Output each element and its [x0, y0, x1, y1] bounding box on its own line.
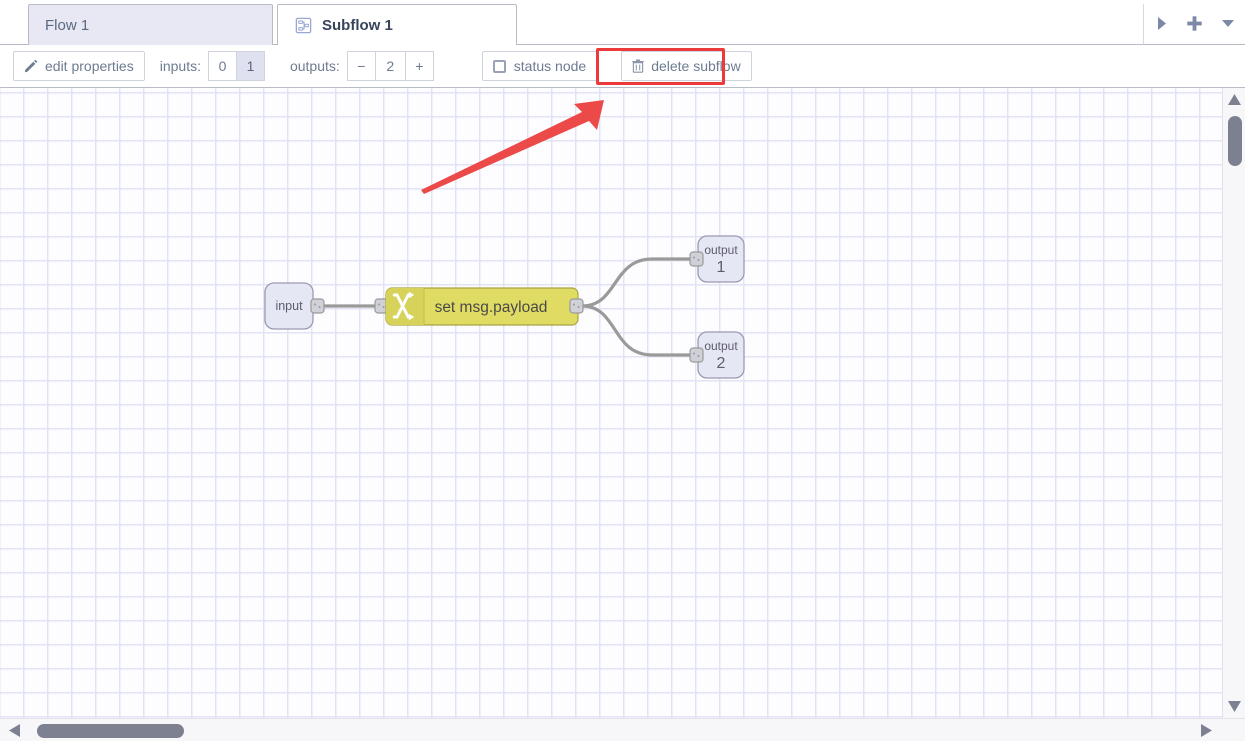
- tab-bar-filler: [516, 4, 1144, 45]
- pencil-icon: [24, 59, 38, 73]
- outputs-decrement-button[interactable]: −: [346, 51, 376, 81]
- delete-subflow-label: delete subflow: [651, 58, 741, 74]
- node-subflow-output-2[interactable]: output 2: [689, 331, 745, 379]
- tab-menu-chevron-down-icon[interactable]: [1215, 10, 1241, 36]
- outputs-stepper: − 2 +: [346, 51, 434, 81]
- tab-subflow-1-label: Subflow 1: [322, 16, 393, 34]
- change-node-output-port[interactable]: [569, 298, 584, 314]
- node-subflow-input-label: input: [275, 299, 303, 313]
- subflow-canvas[interactable]: input: [0, 88, 1222, 718]
- shuffle-icon: [392, 291, 415, 321]
- vertical-scrollbar-thumb[interactable]: [1228, 116, 1242, 166]
- inputs-option-1[interactable]: 1: [235, 51, 265, 81]
- flow-graph: input: [264, 235, 745, 379]
- add-tab-plus-icon[interactable]: [1182, 10, 1208, 36]
- output-2-input-port[interactable]: [689, 347, 704, 363]
- tab-bar-controls: [1145, 2, 1245, 44]
- wire-change-to-output-1[interactable]: [580, 257, 696, 308]
- horizontal-scrollbar-thumb[interactable]: [37, 724, 184, 738]
- tab-flow-1-label: Flow 1: [45, 16, 90, 34]
- node-subflow-output-1-index: 1: [717, 259, 726, 276]
- edit-properties-button[interactable]: edit properties: [13, 51, 145, 81]
- next-tab-arrow-icon[interactable]: [1149, 10, 1175, 36]
- inputs-label: inputs:: [159, 58, 201, 74]
- inputs-selector: 0 1: [207, 51, 265, 81]
- canvas-vertical-scrollbar[interactable]: [1222, 88, 1245, 718]
- status-node-checkbox-icon[interactable]: [492, 59, 506, 73]
- wire-change-to-output-2[interactable]: [580, 304, 696, 357]
- output-1-input-port[interactable]: [689, 251, 704, 267]
- node-subflow-output-1[interactable]: output 1: [689, 235, 745, 283]
- node-subflow-output-2-label: output: [704, 339, 738, 353]
- tab-subflow-1[interactable]: Subflow 1: [277, 4, 517, 46]
- scroll-right-triangle-right-icon[interactable]: [1199, 723, 1213, 738]
- delete-subflow-button[interactable]: delete subflow: [621, 51, 752, 81]
- scroll-down-triangle-down-icon[interactable]: [1227, 699, 1242, 713]
- scroll-left-triangle-left-icon[interactable]: [8, 723, 22, 738]
- status-node-toggle[interactable]: status node: [481, 51, 598, 81]
- outputs-label: outputs:: [289, 58, 340, 74]
- node-subflow-output-1-label: output: [704, 243, 738, 257]
- edit-properties-label: edit properties: [45, 58, 134, 74]
- outputs-value: 2: [374, 51, 406, 81]
- flow-tab-bar: Flow 1 Subflow 1: [0, 0, 1245, 46]
- input-node-output-port[interactable]: [310, 298, 325, 314]
- subflow-icon: [295, 17, 312, 33]
- canvas-grid: [0, 88, 1222, 718]
- status-node-label: status node: [513, 58, 587, 74]
- trash-icon: [632, 59, 644, 73]
- canvas-horizontal-scrollbar[interactable]: [0, 718, 1245, 741]
- inputs-option-0[interactable]: 0: [207, 51, 237, 81]
- subflow-toolbar: edit properties inputs: 0 1 outputs: − 2…: [0, 45, 1245, 88]
- node-subflow-input[interactable]: input: [264, 282, 325, 330]
- scroll-up-triangle-up-icon[interactable]: [1227, 93, 1242, 107]
- node-change-set-msg-payload[interactable]: set msg.payload: [374, 287, 584, 326]
- tab-flow-1[interactable]: Flow 1: [28, 4, 273, 45]
- node-change-label: set msg.payload: [435, 299, 548, 316]
- outputs-increment-button[interactable]: +: [404, 51, 434, 81]
- node-subflow-output-2-index: 2: [717, 355, 726, 372]
